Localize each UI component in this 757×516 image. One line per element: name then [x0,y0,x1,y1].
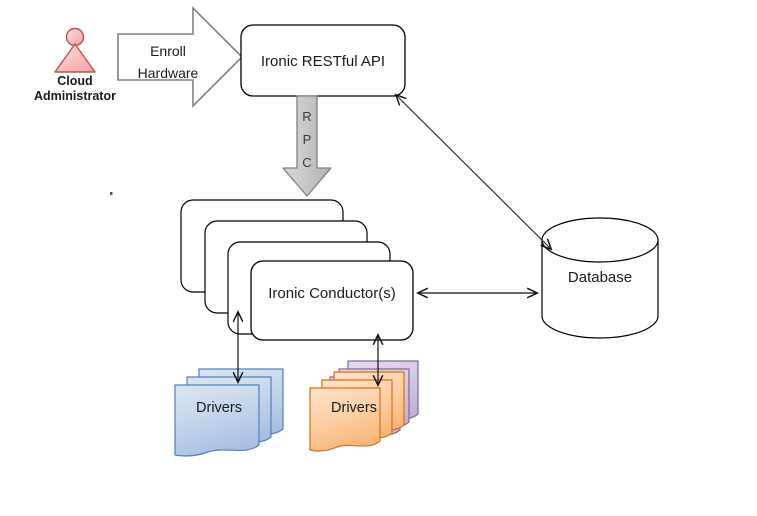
ironic-conductor-stack[interactable] [180,199,414,341]
actor-person-icon [54,27,96,73]
ironic-restful-api-box[interactable] [240,24,406,97]
connector-api-database [394,93,553,251]
rpc-block-arrow [282,95,332,197]
drivers-blue-stack[interactable] [174,368,284,457]
stray-dot-artifact [110,192,113,195]
enroll-hardware-block-arrow [117,6,244,108]
drivers-orange-stack[interactable] [309,360,419,452]
database-cylinder[interactable] [541,217,659,339]
